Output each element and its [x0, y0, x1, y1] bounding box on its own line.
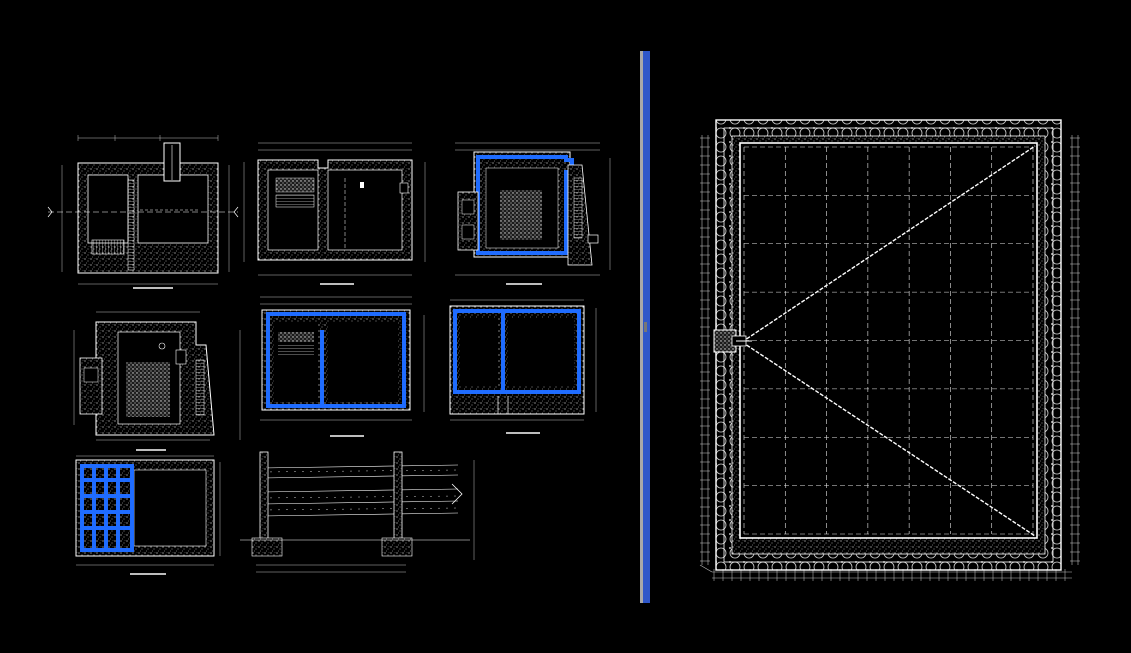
viewport-divider[interactable] [640, 51, 650, 603]
dimension-lines [455, 142, 611, 276]
water-level-block [275, 194, 315, 208]
section-a [243, 142, 426, 285]
rebar-mesh [80, 464, 134, 552]
dimension-lines [73, 311, 241, 441]
section-c [73, 311, 241, 451]
column-grid [743, 146, 1034, 535]
slab-reinforcement-plan [75, 455, 221, 575]
section-e-reinforcement [449, 299, 597, 434]
roof-elevation-detail [240, 451, 475, 573]
dimension-lines [450, 299, 597, 421]
slope-lines [741, 145, 1036, 537]
section-d-reinforcement [260, 296, 425, 437]
dimension-lines [699, 135, 1079, 579]
rebar-cage [266, 312, 406, 408]
drawing-title [130, 573, 166, 575]
tank-detail-sheet [47, 135, 611, 575]
drawing-title [506, 283, 542, 285]
dimension-lines [260, 296, 425, 421]
dimension-ticks [700, 137, 1080, 581]
dimension-lines [61, 135, 230, 285]
outlet-box [713, 329, 752, 353]
stair-flight [127, 179, 135, 271]
drawing-title [133, 287, 173, 289]
drawing-title [506, 432, 540, 434]
stair-flight [91, 239, 125, 255]
rebar-cage [453, 309, 581, 394]
drawing-title [320, 283, 354, 285]
drawing-title [136, 449, 166, 451]
foundation-grid-plan [699, 119, 1080, 581]
dimension-lines [243, 142, 426, 276]
drawing-title [330, 435, 364, 437]
dimension-lines [256, 460, 475, 573]
plan-view-top [47, 135, 239, 289]
dimension-lines [76, 455, 221, 566]
section-b-reinforcement [455, 142, 611, 285]
